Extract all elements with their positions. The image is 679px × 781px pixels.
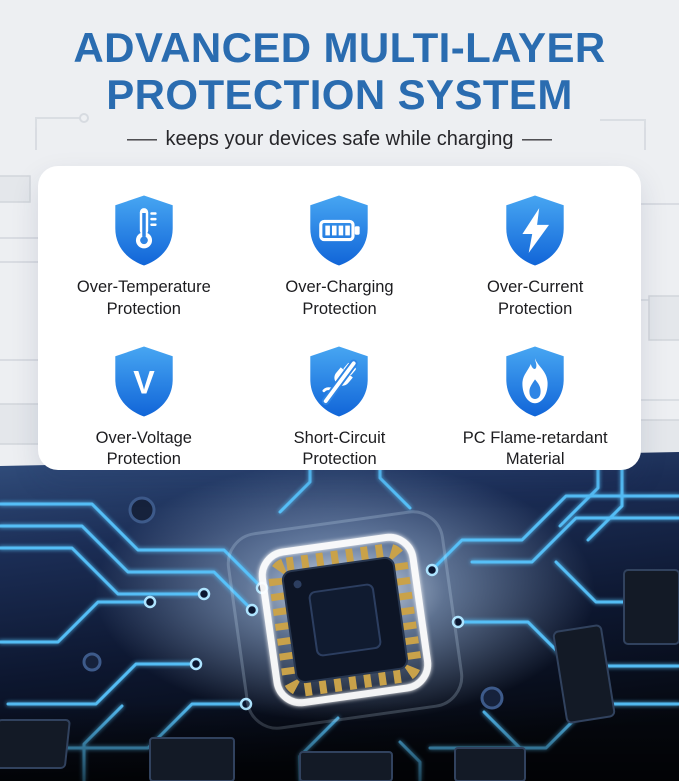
protection-label-line1: Short-Circuit (293, 428, 386, 447)
protection-item-over-current: Over-Current Protection (437, 192, 633, 321)
protection-label-line2: Protection (498, 299, 573, 318)
subtitle-row: — keeps your devices safe while charging… (0, 128, 679, 151)
subtitle-right-dash: — (522, 128, 553, 151)
header: ADVANCED MULTI-LAYER PROTECTION SYSTEM —… (0, 0, 679, 151)
protection-label-line1: Over-Temperature (76, 278, 211, 296)
flame-shield-icon (506, 346, 564, 417)
protection-item-short-circuit: Short-Circuit Protection (242, 343, 438, 472)
subtitle-left-dash: — (126, 128, 157, 151)
subtitle-text: keeps your devices safe while charging (165, 128, 514, 151)
protection-label-line2: Protection (106, 450, 181, 469)
protection-label-line2: Protection (302, 299, 377, 318)
protection-label: Over-Charging Protection (285, 277, 393, 321)
protection-card: Over-Temperature Protection Over-Chargin… (38, 166, 641, 470)
battery-shield-icon (310, 195, 369, 266)
circuit-board-image (0, 452, 679, 781)
circuit-board-graphic (0, 452, 679, 781)
protection-label-line2: Protection (106, 299, 181, 318)
protection-grid: Over-Temperature Protection Over-Chargin… (46, 192, 633, 471)
protection-label: Over-Temperature Protection (77, 277, 211, 321)
protection-item-over-temperature: Over-Temperature Protection (46, 192, 242, 321)
title-line-2: PROTECTION SYSTEM (106, 71, 573, 119)
protection-label: Over-Voltage Protection (96, 428, 192, 472)
protection-label-line1: Over-Charging (285, 278, 394, 296)
protection-label-line2: Material (505, 450, 565, 469)
protection-label: Short-Circuit Protection (294, 428, 386, 472)
short-circuit-shield-icon (310, 346, 369, 417)
protection-label: Over-Current Protection (487, 277, 583, 321)
protection-label-line2: Protection (302, 450, 377, 469)
board-capacitors (82, 496, 504, 710)
protection-item-flame-retardant: PC Flame-retardant Material (437, 343, 633, 472)
processor-chip (226, 510, 464, 730)
board-components (0, 569, 679, 781)
lightning-shield-icon (506, 195, 564, 266)
protection-item-over-voltage: V Over-Voltage Protection (46, 343, 242, 472)
voltage-v-shield-icon: V (115, 346, 173, 417)
protection-label: PC Flame-retardant Material (463, 428, 608, 472)
page-title: ADVANCED MULTI-LAYER PROTECTION SYSTEM (0, 24, 679, 118)
title-line-1: ADVANCED MULTI-LAYER (73, 24, 606, 71)
thermometer-shield-icon (115, 195, 173, 266)
protection-label-line1: PC Flame-retardant (462, 428, 608, 447)
protection-label-line1: Over-Current (487, 278, 584, 296)
svg-text:V: V (133, 364, 155, 400)
protection-label-line1: Over-Voltage (95, 428, 192, 447)
protection-item-over-charging: Over-Charging Protection (242, 192, 438, 321)
